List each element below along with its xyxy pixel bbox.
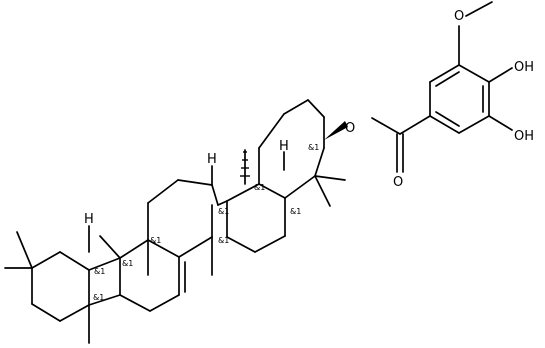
stereo-label-c8: &1	[254, 183, 265, 192]
stereo-label-c10: &1	[218, 236, 229, 245]
hydroxy-bond-bottom	[488, 115, 513, 131]
ring-c	[147, 179, 228, 258]
methoxy-group	[458, 1, 493, 66]
h-label-ring-e: H	[84, 212, 94, 227]
stereo-label-c18: &1	[94, 267, 105, 276]
methoxy-oxygen-label: O	[454, 9, 464, 24]
h-label-ring-a: H	[279, 139, 289, 154]
ester-linkage	[371, 115, 431, 173]
carbonyl-oxygen-label: O	[393, 175, 403, 190]
ring-d	[119, 239, 186, 312]
ring-e	[31, 251, 121, 322]
c4-methyl-1	[314, 175, 346, 181]
stereo-label-c20: &1	[122, 259, 133, 268]
hydroxy-bond-top	[488, 67, 513, 83]
stereo-label-c5: &1	[290, 207, 301, 216]
stereo-label-c9: &1	[218, 207, 229, 216]
c4-methyl-2	[314, 175, 331, 207]
stereo-label-c14: &1	[150, 236, 161, 245]
c13-c18-bond	[99, 235, 121, 259]
stereo-label-c17: &1	[93, 293, 104, 302]
ring-b	[226, 183, 286, 253]
hydroxy-bottom-label: OH	[514, 129, 534, 144]
stereo-label-c3: &1	[308, 143, 319, 152]
c20-methyl-2	[16, 231, 33, 269]
aromatic-ring	[429, 64, 490, 134]
wedge-bond-c3-o	[324, 121, 348, 140]
hydroxy-top-label: OH	[514, 60, 534, 75]
ester-oxygen-label: O	[345, 121, 355, 136]
h-label-ring-b: H	[207, 152, 217, 167]
ring-a	[258, 99, 325, 199]
